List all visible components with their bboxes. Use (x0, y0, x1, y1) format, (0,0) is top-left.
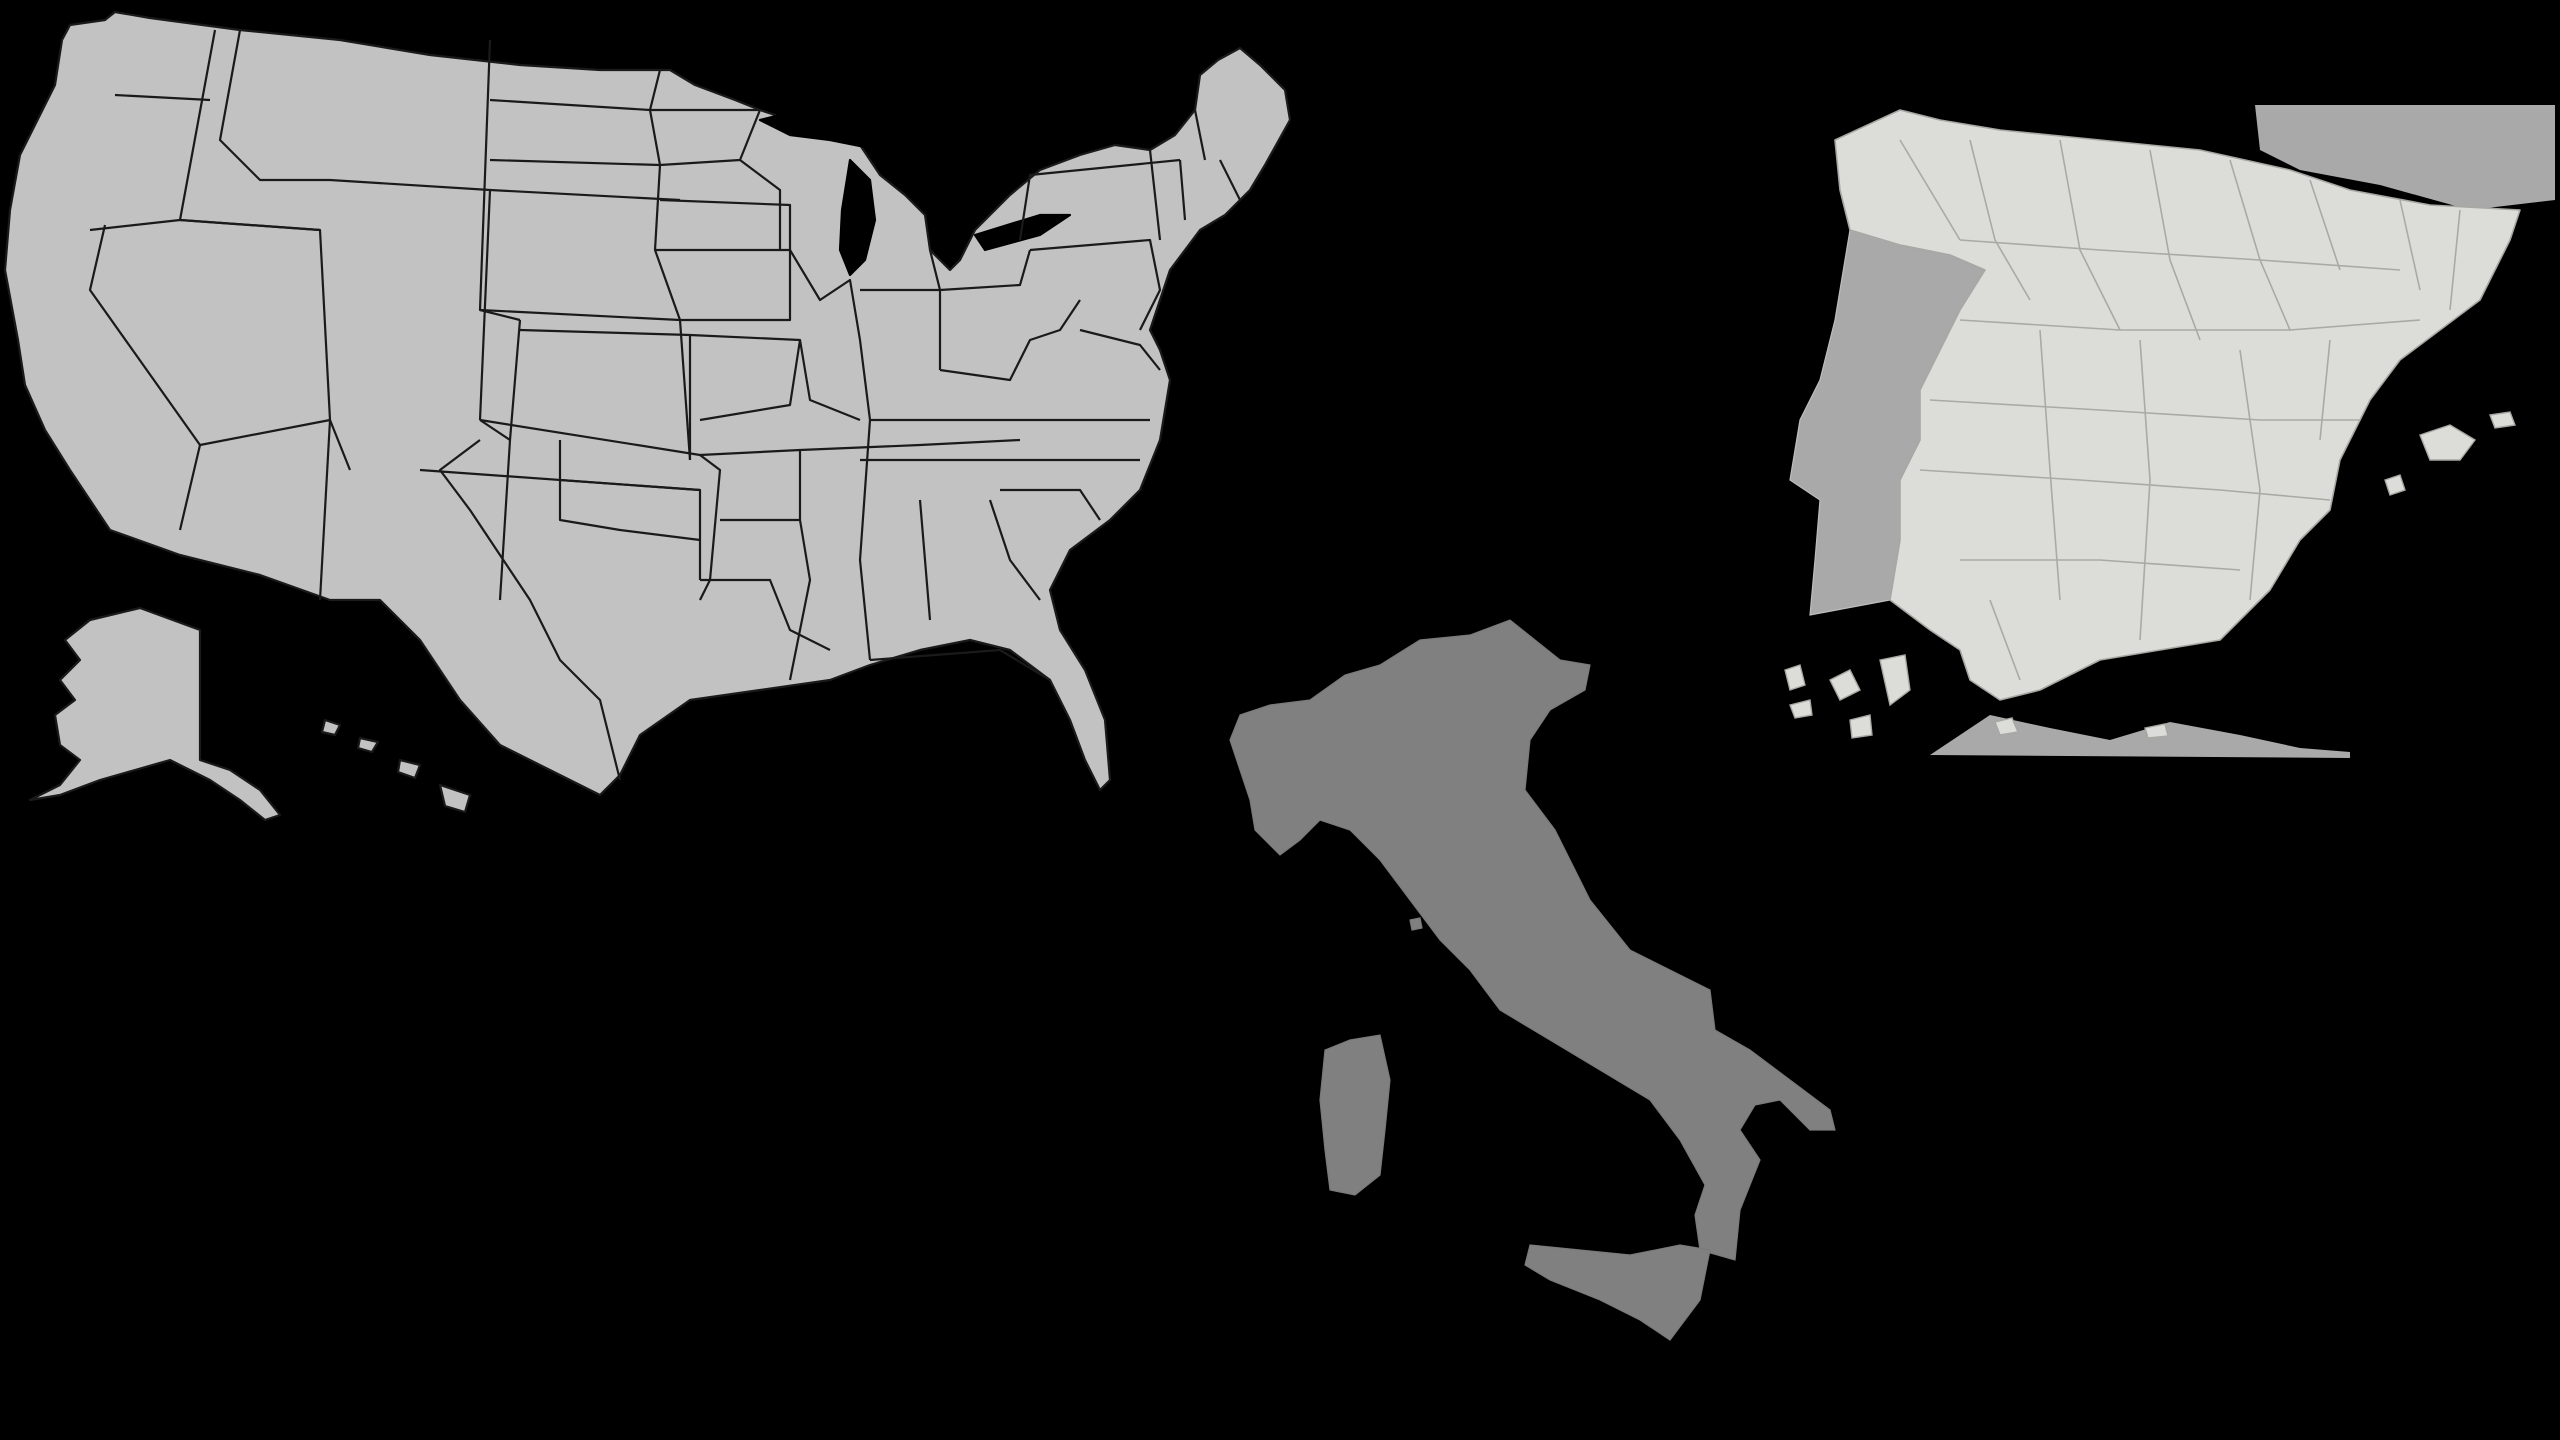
spain-provinces (1899, 139, 2461, 681)
lake-erie (973, 213, 1072, 252)
ceuta (1994, 717, 2019, 736)
iberia-map (1784, 105, 2555, 758)
usa-map (3, 10, 1292, 822)
sardinia (1319, 1034, 1391, 1196)
hawaii-4 (438, 783, 472, 814)
lake-superior (758, 108, 907, 152)
balearic-menorca (2489, 411, 2516, 429)
balearic-mallorca (2419, 424, 2477, 461)
spain (1834, 109, 2521, 701)
melilla (2144, 723, 2169, 739)
italy-mainland (1229, 619, 1836, 1261)
canary-1 (1784, 664, 1806, 691)
hawaii-2 (356, 736, 380, 754)
alaska (28, 606, 282, 822)
canary-2 (1829, 669, 1861, 701)
north-africa (1930, 715, 2350, 758)
state-borders (88, 29, 1241, 781)
usa-contiguous (3, 10, 1292, 797)
france-region (2255, 105, 2555, 210)
canary-3 (1879, 654, 1911, 707)
hawaii (320, 718, 342, 737)
lake-michigan (838, 158, 877, 277)
hawaii-3 (396, 758, 422, 780)
elba (1409, 917, 1423, 931)
balearic-ibiza (2384, 474, 2406, 496)
sicily (1524, 1244, 1711, 1341)
italy-map (1229, 619, 1836, 1341)
canary-4 (1789, 699, 1813, 719)
canary-5 (1849, 714, 1873, 739)
